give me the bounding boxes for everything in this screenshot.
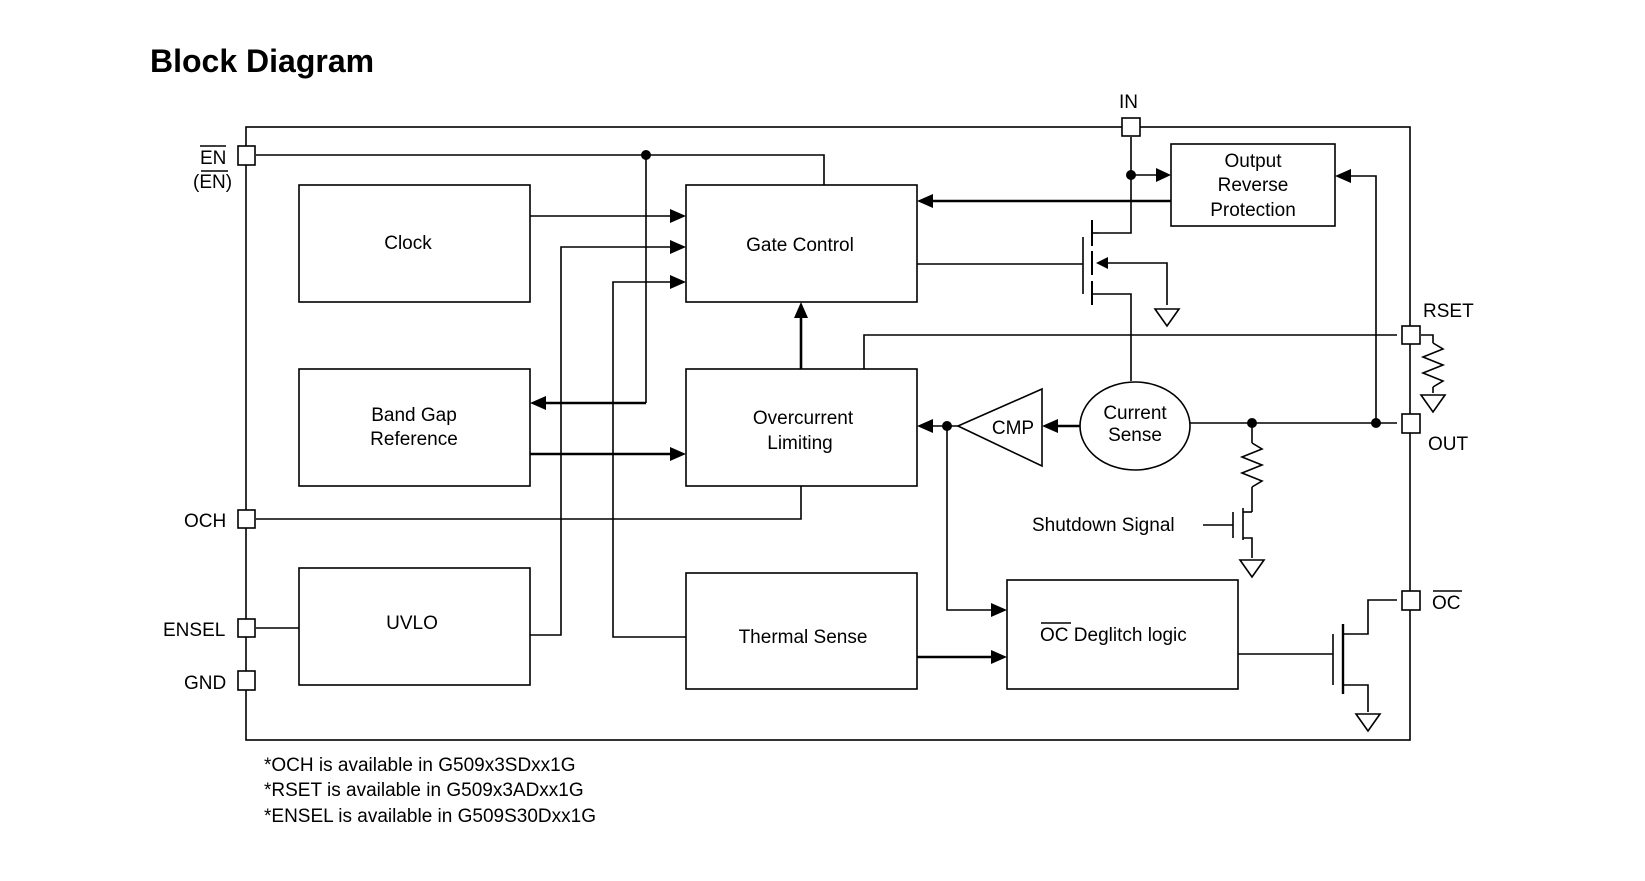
pin-och	[237, 509, 256, 529]
page-title: Block Diagram	[150, 43, 374, 79]
pin-label-en: EN	[200, 148, 226, 169]
shutdown-signal-label: Shutdown Signal	[1032, 515, 1175, 536]
pin-ensel	[237, 618, 256, 638]
overcurrent-block: Overcurrent Limiting	[685, 368, 918, 487]
overcurrent-label-line1: Overcurrent	[753, 408, 854, 429]
uvlo-label: UVLO	[386, 613, 438, 634]
pin-label-oc: OC	[1432, 593, 1461, 614]
pin-en	[237, 145, 256, 166]
clock-block: Clock	[298, 184, 531, 303]
wiring	[256, 137, 1447, 733]
deglitch-oc-label: OC	[1040, 625, 1069, 646]
output-reverse-block: Output Reverse Protection	[1170, 143, 1336, 227]
uvlo-block: UVLO	[298, 567, 531, 686]
pin-label-en-bar: (EN)	[193, 172, 232, 193]
bandgap-label-line1: Band Gap	[371, 405, 457, 426]
cmp-comparator: CMP	[956, 387, 1043, 468]
current-sense-line1: Current	[1103, 403, 1167, 424]
output-reverse-line3: Protection	[1210, 200, 1296, 221]
current-sense-line2: Sense	[1108, 425, 1162, 446]
pin-label-gnd: GND	[184, 673, 226, 694]
bandgap-block: Band Gap Reference	[298, 368, 531, 487]
gate-control-block: Gate Control	[685, 184, 918, 303]
overcurrent-label-line2: Limiting	[767, 433, 832, 454]
note-ensel: *ENSEL is available in G509S30Dxx1G	[264, 806, 596, 827]
pin-out	[1401, 413, 1421, 434]
sense-resistor	[1239, 442, 1265, 488]
svg-text:OC Deglitch logic: OC Deglitch logic	[1040, 625, 1187, 646]
pin-label-ensel: ENSEL	[163, 620, 225, 641]
pin-rset	[1401, 325, 1421, 345]
pin-label-rset: RSET	[1423, 301, 1474, 322]
note-rset: *RSET is available in G509x3ADxx1G	[264, 780, 584, 801]
thermal-sense-block: Thermal Sense	[685, 572, 918, 690]
bandgap-label-line2: Reference	[370, 429, 458, 450]
thermal-sense-label: Thermal Sense	[739, 627, 868, 648]
clock-label: Clock	[384, 233, 432, 254]
pin-gnd	[237, 670, 256, 691]
pin-label-och: OCH	[184, 511, 226, 532]
ground-symbol-rset	[1419, 394, 1447, 414]
gate-control-label: Gate Control	[746, 235, 854, 256]
output-reverse-line1: Output	[1224, 151, 1282, 172]
pin-label-out: OUT	[1428, 434, 1469, 455]
deglitch-block: OC Deglitch logic	[1006, 579, 1239, 690]
pin-oc	[1401, 590, 1421, 611]
deglitch-label: Deglitch logic	[1069, 625, 1187, 646]
pin-label-in: IN	[1119, 92, 1138, 113]
cmp-label: CMP	[992, 418, 1034, 439]
ground-symbol-mosfet	[1153, 308, 1181, 328]
note-och: *OCH is available in G509x3SDxx1G	[264, 755, 576, 776]
rset-resistor	[1420, 342, 1446, 388]
ground-symbol-oc	[1354, 713, 1382, 733]
pass-mosfet	[1082, 220, 1168, 381]
output-reverse-line2: Reverse	[1218, 175, 1289, 196]
pin-in	[1121, 117, 1141, 137]
current-sense-block: Current Sense	[1079, 381, 1191, 471]
oc-mosfet	[1332, 599, 1397, 712]
ground-symbol-shutdown	[1238, 559, 1266, 579]
